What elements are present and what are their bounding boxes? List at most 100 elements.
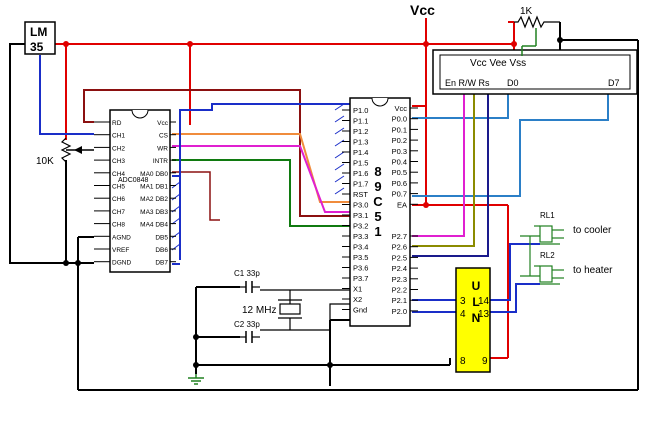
bus-taps	[171, 103, 345, 251]
rl1-name: RL1	[540, 211, 555, 220]
uln-pin-14: 14	[478, 296, 490, 307]
lcd-d7-label: D7	[608, 78, 620, 88]
mcu-right-pin-label: P0.6	[392, 179, 407, 188]
rl2-name: RL2	[540, 251, 555, 260]
ground-wires	[9, 22, 639, 391]
mcu-right-pin-label: P0.0	[392, 115, 407, 124]
mcu-left-pin-label: P1.5	[353, 159, 368, 168]
adc-right-pin-label: Vcc	[157, 120, 169, 127]
mcu-right-pin-label: P2.6	[392, 243, 407, 252]
uln-pin-9: 9	[482, 356, 488, 367]
mcu-left-pin-label: P3.4	[353, 243, 368, 252]
lm35-line1: LM	[30, 25, 47, 39]
rd-wire	[83, 89, 350, 217]
adc-right-pin-label: MA4 DB4	[140, 222, 168, 229]
adc-left-pin-label: CH2	[112, 145, 125, 152]
mcu-left-pin-label: P1.1	[353, 117, 368, 126]
resistor-1k-label: 1K	[520, 6, 533, 17]
cs-wire	[172, 133, 350, 203]
relay-supply	[520, 235, 540, 277]
mcu-left-pin-label: P3.7	[353, 274, 368, 283]
adc-left-pin-label: CH1	[112, 133, 125, 140]
lcd-data-bus	[412, 89, 609, 197]
intr-wire	[172, 171, 220, 221]
mcu-right-pin-label: P2.2	[392, 286, 407, 295]
adc-left-pin-label: CH6	[112, 196, 125, 203]
adc-right-pin-label: WR	[157, 145, 168, 152]
intr-green-wire	[172, 159, 350, 227]
adc-right-pin-label: MA1 DB1	[140, 184, 168, 191]
capacitor-c2: C2 33p	[234, 320, 260, 343]
mcu-left-pins: P1.0P1.1P1.2P1.3P1.4P1.5P1.6P1.7RSTP3.0P…	[342, 106, 368, 315]
mcu-left-pin-label: P3.0	[353, 201, 368, 210]
adc-right-pin-label: MA3 DB3	[140, 209, 168, 216]
uln-pin-13: 13	[478, 309, 490, 320]
uln-letter: U	[472, 279, 481, 293]
mcu-left-pin-label: P1.0	[353, 106, 368, 115]
vcc-label: Vcc	[410, 2, 435, 18]
relay-rl1: RL1 to cooler	[534, 211, 612, 245]
uln-letter: N	[472, 311, 481, 325]
lcd-en-wire	[412, 82, 465, 237]
potentiometer: 10K	[36, 137, 82, 167]
rl2-label: to heater	[573, 265, 613, 276]
mcu-left-pin-label: P1.6	[353, 169, 368, 178]
mcu-right-pin-label: P0.1	[392, 125, 407, 134]
mcu-left-pin-label: P1.7	[353, 180, 368, 189]
adc-right-pin-label: DB7	[155, 260, 168, 267]
lm35-signal-wire	[39, 55, 94, 135]
uln-out-14	[490, 243, 540, 301]
mcu-right-pin-label: P0.3	[392, 147, 407, 156]
mcu-right-pins: VccP0.0P0.1P0.2P0.3P0.4P0.5P0.6P0.7EAP2.…	[392, 104, 418, 316]
adc-right-pin-label: DB5	[155, 234, 168, 241]
mcu-part-digit: 9	[374, 179, 381, 194]
lcd-control-label: En R/W Rs	[445, 78, 490, 88]
junctions-black	[63, 37, 563, 368]
mcu-right-pin-label: P2.4	[392, 264, 407, 273]
mcu-left-pin-label: P3.2	[353, 222, 368, 231]
mcu-right-pin-label: Vcc	[394, 104, 407, 113]
uln-pin-4: 4	[460, 309, 466, 320]
mcu-right-pin-label: P0.5	[392, 168, 407, 177]
adc-name: ADC0848	[118, 177, 148, 184]
mcu-right-pin-label: P0.4	[392, 158, 407, 167]
c2-label: C2 33p	[234, 320, 260, 329]
adc-right-pin-label: DB6	[155, 247, 168, 254]
adc-left-pin-label: RD	[112, 120, 122, 127]
adc-right-pin-label: MA0 DB0	[140, 171, 168, 178]
x2-wire	[260, 303, 350, 331]
adc-left-pin-label: CH4	[112, 171, 125, 178]
lcd-rw-wire	[412, 82, 475, 247]
mcu-left-pin-label: X2	[353, 295, 362, 304]
mcu-part-digit: 5	[374, 209, 381, 224]
mcu-left-pin-label: X1	[353, 285, 362, 294]
mcu-left-pin-label: RST	[353, 190, 368, 199]
adc-left-pin-label: VREF	[112, 247, 129, 254]
lm35-line2: 35	[30, 40, 44, 54]
lm35-sensor: LM 35	[24, 21, 56, 55]
mcu-right-pin-label: P2.7	[392, 232, 407, 241]
vcc-rail	[44, 18, 515, 359]
uln-pin-3: 3	[460, 296, 466, 307]
adc-right-pin-label: INTR	[153, 158, 168, 165]
adc-right-pin-label: MA2 DB2	[140, 196, 168, 203]
adc-left-pin-label: CH7	[112, 209, 125, 216]
mcu-left-pin-label: P1.2	[353, 127, 368, 136]
adc-left-pin-label: CH3	[112, 158, 125, 165]
mcu-left-pin-label: P1.3	[353, 138, 368, 147]
mcu-left-pin-label: Gnd	[353, 306, 367, 315]
adc-left-pin-label: CH8	[112, 222, 125, 229]
c1-label: C1 33p	[234, 269, 260, 278]
crystal-label: 12 MHz	[242, 305, 276, 316]
lcd-top-label: Vcc Vee Vss	[470, 58, 526, 69]
wr-wire	[172, 145, 350, 213]
adc-left-pin-label: DGND	[112, 260, 131, 267]
mcu-right-pin-label: P2.1	[392, 296, 407, 305]
mcu-left-pin-label: P3.5	[353, 253, 368, 262]
uln-pin-8: 8	[460, 356, 466, 367]
mcu-left-pin-label: P3.1	[353, 211, 368, 220]
